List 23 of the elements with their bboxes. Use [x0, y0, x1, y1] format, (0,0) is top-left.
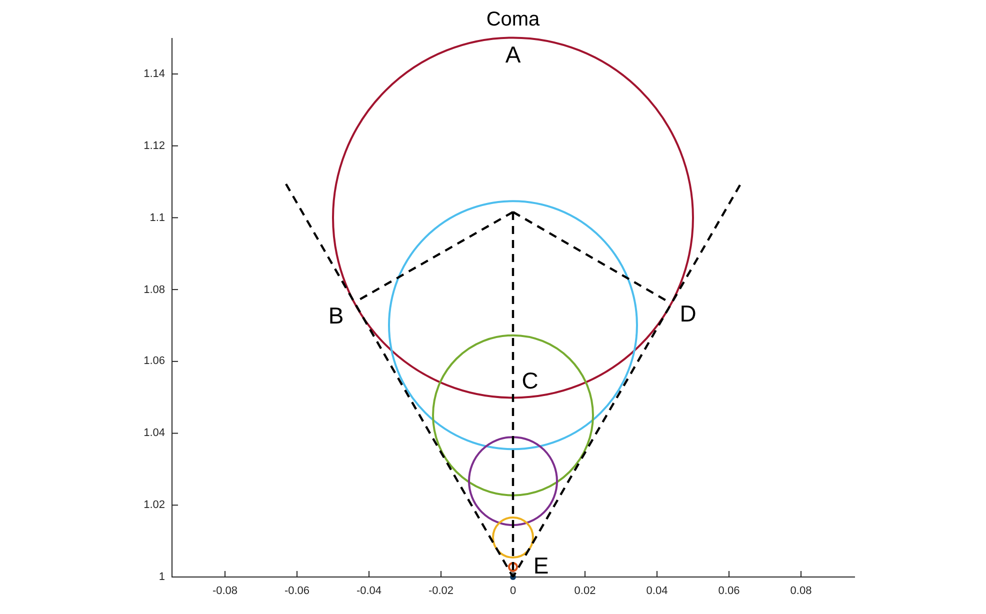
tick-label: -0.02	[428, 585, 454, 597]
tick-label: -0.04	[356, 585, 382, 597]
tick-label: 1.12	[144, 140, 165, 152]
tick-label: 0.04	[646, 585, 668, 597]
tick-label: 0.08	[790, 585, 812, 597]
tick-label: -0.08	[212, 585, 238, 597]
tick-label: 0	[510, 585, 516, 597]
tick-label: 1.02	[144, 499, 165, 512]
tick-label: 0.02	[574, 585, 596, 597]
title: Coma	[486, 8, 540, 32]
point-label: C	[522, 368, 538, 394]
tick-label: 1.06	[144, 355, 165, 368]
point-label: B	[328, 302, 344, 330]
tick-label: 1.04	[144, 427, 165, 440]
point-label: D	[680, 300, 696, 328]
tick-label: 0.06	[718, 585, 740, 597]
tick-label: -0.06	[284, 585, 310, 597]
point-label: A	[505, 42, 521, 68]
tick-label: 1.14	[144, 68, 165, 80]
tick-label: 1.08	[144, 284, 165, 296]
point-label: E	[533, 552, 549, 580]
tick-label: 1.1	[150, 212, 165, 224]
tick-label: 1	[158, 571, 165, 583]
